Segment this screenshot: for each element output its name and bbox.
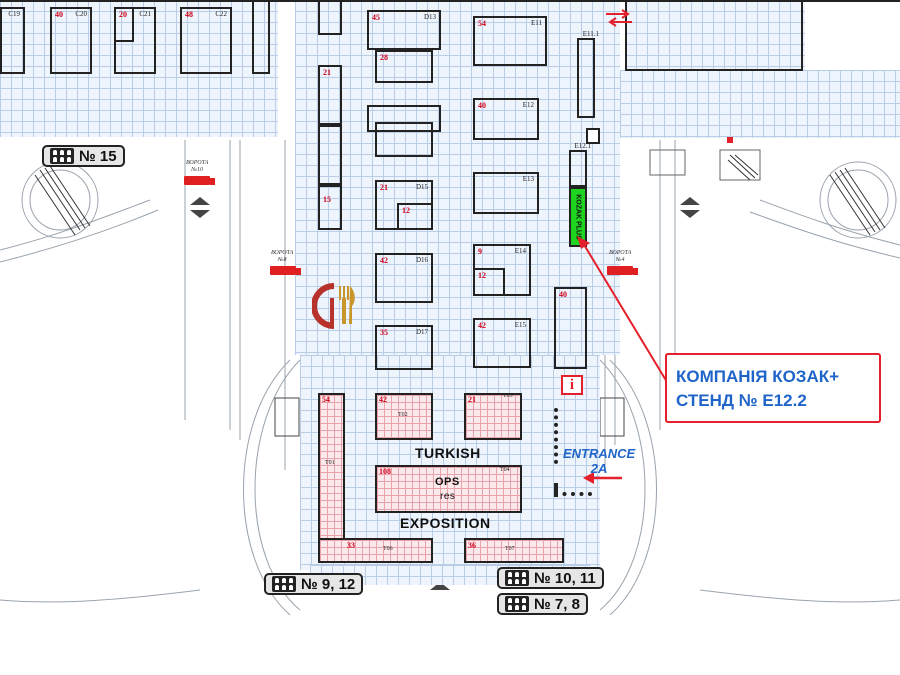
people-group-icon: [50, 148, 74, 164]
truck-icon: [607, 266, 638, 275]
restaurant-icon[interactable]: [312, 282, 356, 330]
stand-t04-num: 108: [379, 467, 391, 476]
hall-10-11-label[interactable]: № 10, 11: [497, 567, 604, 589]
stand-t06-code: T06: [383, 546, 393, 552]
stand-t06-num: 33: [347, 541, 355, 550]
stand-t01-num: 54: [322, 395, 330, 404]
grid-round-hall: [300, 355, 600, 570]
stand-t03-code: T03: [503, 393, 513, 399]
stand-d14[interactable]: [367, 105, 441, 132]
stand-e13[interactable]: E13: [473, 172, 539, 214]
stand-t01[interactable]: [318, 393, 345, 563]
stand-t07-num: 36: [468, 541, 476, 550]
stand-t04-code: T04: [500, 467, 510, 473]
truck-icon: [270, 266, 301, 275]
stand-t06[interactable]: [318, 538, 433, 563]
people-group-icon: [272, 576, 296, 592]
stand-c20[interactable]: 40 C20: [50, 7, 92, 74]
ops-label: OPS: [435, 476, 460, 488]
grid-central-aisle: [295, 0, 620, 355]
stand-t02[interactable]: [375, 393, 433, 440]
stand-t02-num: 42: [379, 395, 387, 404]
grid-top-right: [625, 0, 805, 70]
entrance-barrier-base: [554, 492, 592, 496]
hall-15-label[interactable]: № 15: [42, 145, 125, 167]
staircase-icon: [34, 154, 886, 236]
gate-8-label: ВОРОТА №8: [271, 250, 294, 263]
res-label: res: [440, 491, 456, 502]
stand-e11-1[interactable]: E11.1: [577, 30, 599, 118]
stand-c19[interactable]: C19: [0, 7, 25, 74]
red-marker: [727, 137, 733, 143]
gate-arrows: [190, 197, 700, 590]
exposition-label: EXPOSITION: [400, 515, 491, 531]
gate-10-label: ВОРОТА №10: [186, 160, 209, 173]
people-group-icon: [505, 596, 529, 612]
stand-e15[interactable]: 42 E15: [473, 318, 531, 368]
gate-4-label: ВОРОТА №4: [609, 250, 632, 263]
stand-21-column[interactable]: 21: [318, 65, 342, 125]
stand-t07[interactable]: [464, 538, 564, 563]
stand-e12-2-kozak[interactable]: KOZAK PLUS: [569, 187, 587, 247]
top-right-block: [625, 0, 803, 71]
stand-12-e14[interactable]: 12: [473, 268, 505, 296]
stand-15-column[interactable]: 15: [318, 185, 342, 230]
stand-d13[interactable]: 45 D13: [367, 10, 441, 50]
stand-e12[interactable]: 40 E12: [473, 98, 539, 140]
hall-9-12-label[interactable]: № 9, 12: [264, 573, 364, 595]
stand-d14-lower[interactable]: [375, 122, 433, 157]
grid-right-hall: [620, 70, 900, 138]
stand-28[interactable]: 28: [375, 50, 433, 83]
stand-t03[interactable]: [464, 393, 522, 440]
stand-t02-code: T02: [398, 412, 408, 418]
stand-t07-code: T07: [505, 546, 515, 552]
stand-d16[interactable]: 42 D16: [375, 253, 433, 303]
info-icon[interactable]: i: [561, 375, 583, 395]
people-group-icon: [505, 570, 529, 586]
stand-hall15-narrow[interactable]: [252, 0, 270, 74]
stand-t04[interactable]: [375, 465, 522, 513]
two-way-arrow-icon: [606, 9, 632, 27]
stand-d17[interactable]: 35 D17: [375, 325, 433, 370]
stand-t03-num: 21: [468, 395, 476, 404]
hall-7-8-label[interactable]: № 7, 8: [497, 593, 588, 615]
entrance-barrier: [554, 408, 558, 464]
stand-column-top[interactable]: [318, 0, 342, 35]
stand-e12-1[interactable]: E12.1: [569, 142, 591, 187]
entrance-barrier-low: [554, 483, 558, 497]
stand-40-e[interactable]: 40: [554, 287, 587, 369]
stand-e11[interactable]: 54 E11: [473, 16, 547, 66]
entrance-2a-label[interactable]: ENTRANCE 2A: [563, 446, 636, 476]
stand-12-d15[interactable]: 12: [397, 203, 433, 230]
turkish-label: TURKISH: [415, 445, 481, 461]
stand-t01-code: T01: [325, 460, 335, 466]
truck-icon: [184, 176, 215, 185]
stand-c22[interactable]: 48 C22: [180, 7, 232, 74]
stand-c21-inner: [114, 7, 134, 42]
stand-n-marker: [586, 128, 600, 144]
kozak-callout[interactable]: КОМПАНІЯ КОЗАК+ СТЕНД № Е12.2: [665, 353, 881, 423]
stand-column-mid[interactable]: [318, 125, 342, 185]
